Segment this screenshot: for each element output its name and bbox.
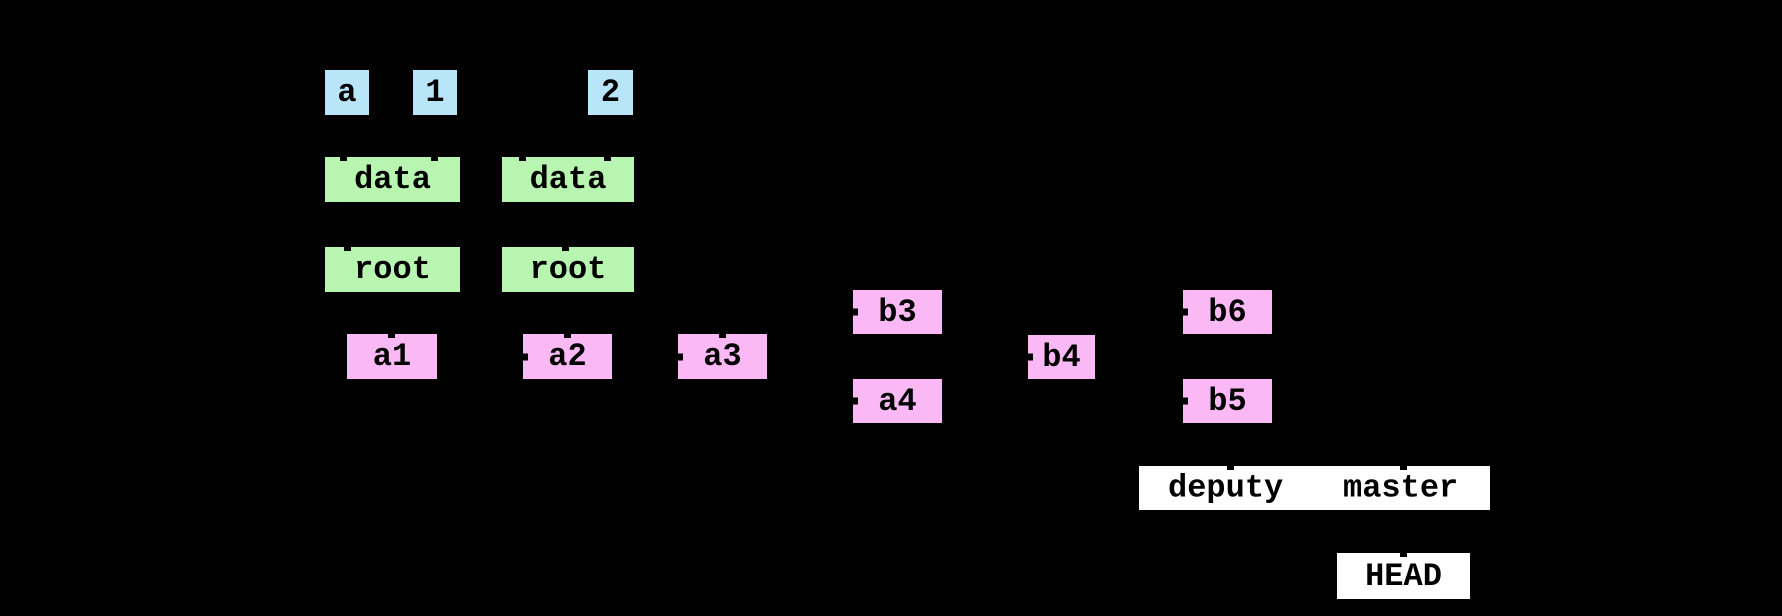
branch-refs-box: deputy master [1139, 463, 1490, 510]
commit-box-a1: a1 [347, 331, 437, 379]
commit-label-b6: b6 [1208, 293, 1247, 331]
blob-box-2: 2 [588, 70, 633, 115]
data-label-1: data [354, 161, 431, 198]
commit-box-b4: b4 [1026, 335, 1095, 379]
blob-box-a: a [325, 70, 369, 115]
commit-label-a4: a4 [878, 382, 917, 420]
commit-box-b6: b6 [1181, 290, 1272, 334]
commit-label-a3: a3 [703, 338, 742, 375]
commit-box-a3: a3 [676, 331, 767, 379]
arrowhead-notch [676, 353, 683, 360]
data-label-2: data [529, 161, 607, 198]
commit-label-a2: a2 [548, 338, 587, 375]
arrowhead-notch [1181, 308, 1188, 316]
commit-label-a1: a1 [372, 338, 412, 375]
arrowhead-mark [340, 154, 347, 161]
root-box-1: root [325, 244, 460, 292]
arrowhead-mark [344, 244, 351, 251]
arrowhead-mark [1227, 463, 1234, 470]
commit-label-b3: b3 [878, 293, 917, 331]
commit-box-b5: b5 [1181, 379, 1272, 423]
arrowhead-notch [1181, 397, 1188, 405]
arrowhead-mark [604, 154, 611, 161]
arrowhead-notch [851, 308, 858, 316]
commit-label-b5: b5 [1208, 382, 1247, 420]
arrowhead-mark [431, 154, 438, 161]
blob-box-1: 1 [413, 70, 457, 115]
root-box-2: root [502, 244, 634, 292]
arrowhead-mark [1400, 550, 1407, 557]
arrowhead-mark [1400, 463, 1407, 470]
arrowhead-mark [563, 331, 571, 338]
blob-label-a: a [337, 74, 357, 111]
data-box-1: data [325, 154, 460, 202]
arrowhead-notch [1026, 353, 1033, 361]
arrowhead-mark [562, 244, 569, 251]
blob-label-2: 2 [600, 74, 621, 111]
arrowhead-notch [521, 353, 528, 360]
arrowhead-mark [388, 331, 395, 338]
root-label-2: root [529, 251, 607, 288]
branch-label-deputy: deputy [1168, 469, 1284, 507]
root-label-1: root [354, 251, 431, 288]
arrowhead-notch [851, 397, 858, 405]
head-ref-box: HEAD [1337, 550, 1470, 599]
data-box-2: data [502, 154, 634, 202]
commit-box-a2: a2 [521, 331, 612, 379]
commit-box-a4: a4 [851, 379, 942, 423]
commit-box-b3: b3 [851, 290, 942, 334]
head-label: HEAD [1365, 557, 1442, 595]
commit-label-b4: b4 [1042, 338, 1081, 376]
arrowhead-mark [718, 331, 726, 338]
branch-label-master: master [1343, 469, 1459, 507]
arrowhead-mark [519, 154, 526, 161]
blob-label-1: 1 [425, 74, 445, 111]
